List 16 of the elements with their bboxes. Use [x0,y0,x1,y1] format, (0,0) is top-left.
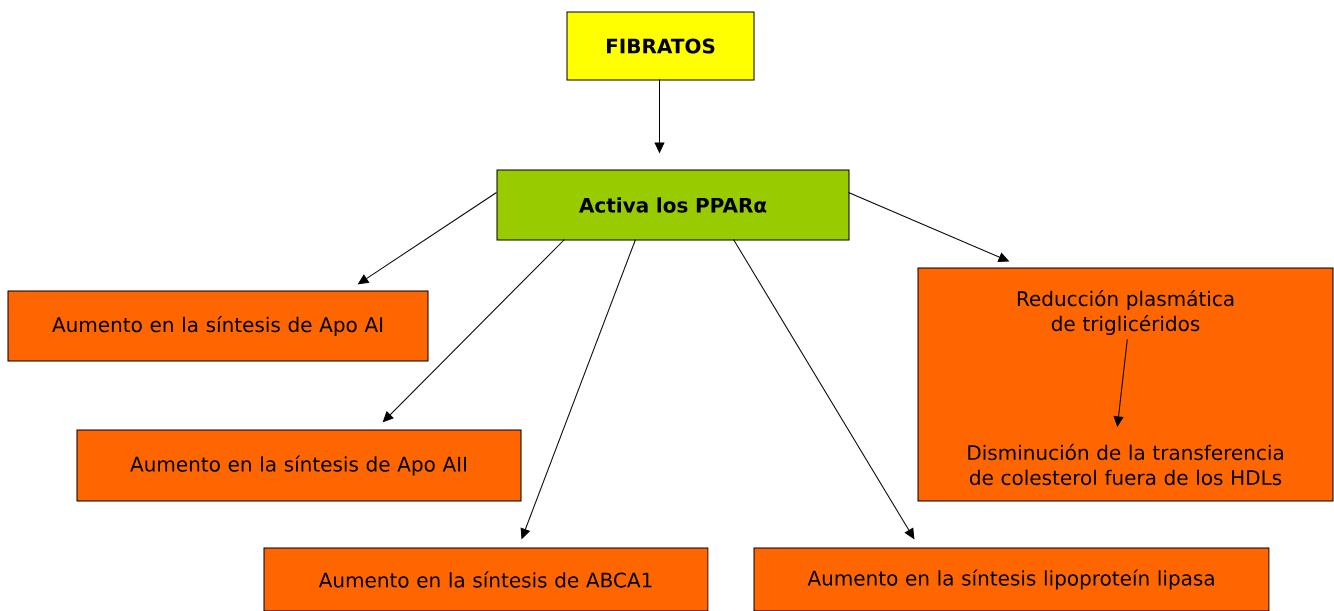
arrow [358,192,497,285]
arrow [520,239,636,539]
node-text: Reducción plasmática de triglicéridos [1017,289,1234,336]
arrow [382,239,565,423]
process-box: FIBRATOS [566,11,755,81]
process-box: Aumento en la síntesis de ABCA1 [263,547,709,611]
arrow [654,79,665,153]
arrow [733,239,915,539]
process-box: Activa los PPARα [496,169,850,241]
process-box: Aumento en la síntesis lipoproteín lipasa [753,547,1270,611]
panel-box [917,267,1334,502]
node-text: Disminución de la transferencia de colesterol fuera de los HDLs [968,443,1283,486]
process-box: Aumento en la síntesis de Apo AI [7,290,429,362]
arrow [848,192,1009,262]
arrow [1113,338,1128,427]
process-box: Aumento en la síntesis de Apo AII [76,429,522,502]
